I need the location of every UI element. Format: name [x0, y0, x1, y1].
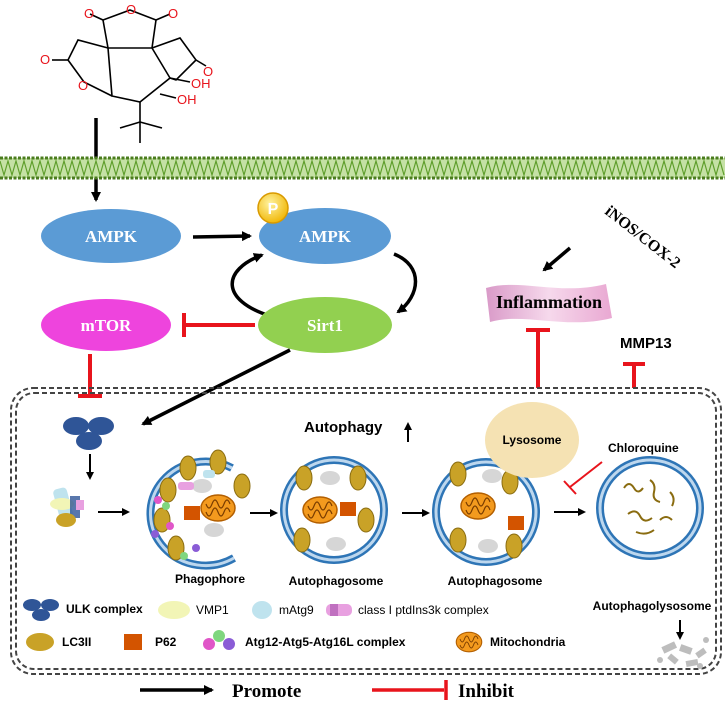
- legend-pi3k-label: class I ptdIns3k complex: [358, 603, 489, 617]
- oxygen-label-2: O: [84, 6, 94, 21]
- legend-matg9: mAtg9: [252, 601, 314, 619]
- ampk-label: AMPK: [85, 227, 138, 246]
- autophagy-title: Autophagy: [304, 419, 383, 436]
- autophagolysosome-icon: [596, 456, 704, 560]
- oxygen-label-5: O: [78, 78, 88, 93]
- compound-structure: [52, 9, 207, 143]
- autophagolysosome-label: Autophagolysosome: [593, 599, 712, 613]
- initiation-complex-icon: [50, 487, 84, 527]
- cell-compartment-outer: [10, 387, 722, 675]
- sirt1-node: Sirt1: [258, 297, 392, 353]
- legend-mito-label: Mitochondria: [490, 635, 566, 649]
- ulk-complex-icon: [63, 417, 114, 450]
- legend-p62: P62: [124, 634, 177, 650]
- legend-vmp1-label: VMP1: [196, 603, 229, 617]
- mtor-node: mTOR: [41, 299, 171, 351]
- autophagosome-1-label: Autophagosome: [289, 574, 384, 588]
- hydroxyl-label-1: OH: [191, 76, 211, 91]
- sirt1-to-ampk-cycle-arrow: [230, 253, 271, 318]
- autophagosome-2-label: Autophagosome: [448, 574, 543, 588]
- chloroquine-label: Chloroquine: [608, 441, 679, 455]
- mmp13-label: MMP13: [620, 335, 672, 352]
- phospho-ampk-label: AMPK: [299, 227, 352, 246]
- sirt1-label: Sirt1: [307, 316, 343, 335]
- autophagosome-2-icon: [432, 458, 540, 566]
- cell-compartment-inner: [15, 392, 717, 670]
- sirt1-promotes-autophagy-arrow: [141, 348, 291, 426]
- lysosome-label: Lysosome: [503, 433, 562, 447]
- phospho-ampk-node: AMPK P: [257, 192, 391, 264]
- phosphate-icon: [257, 192, 289, 224]
- mtor-inhibits-ulk: [78, 354, 102, 398]
- promote-label: Promote: [232, 681, 301, 702]
- legend-inhibit: Inhibit: [372, 680, 515, 702]
- legend-lc3: LC3II: [26, 633, 91, 651]
- degradation-products-icon: [657, 637, 709, 669]
- legend-ulk-label: ULK complex: [66, 602, 143, 616]
- autophagy-inhibits-inflammation: [526, 328, 550, 388]
- oxygen-label-1: O: [126, 2, 136, 17]
- phagophore-icon: [146, 449, 251, 570]
- hydroxyl-label-2: OH: [177, 92, 197, 107]
- legend-atg12: Atg12-Atg5-Atg16L complex: [203, 630, 406, 650]
- chloroquine-inhibits-fusion: [563, 461, 603, 495]
- legend-mito: Mitochondria: [455, 631, 566, 653]
- inos-cox2-label: iNOS/COX-2: [602, 203, 684, 272]
- oxygen-label-4: O: [40, 52, 50, 67]
- lysosome-icon: Lysosome: [485, 402, 579, 478]
- legend-lc3-label: LC3II: [62, 635, 91, 649]
- sirt1-inhibits-mtor: [182, 313, 255, 337]
- legend-matg9-label: mAtg9: [279, 603, 314, 617]
- mtor-label: mTOR: [81, 316, 132, 335]
- legend-p62-label: P62: [155, 635, 177, 649]
- ampk-node: AMPK: [41, 209, 181, 263]
- legend-ulk: ULK complex: [23, 599, 143, 621]
- phagophore-label: Phagophore: [175, 572, 245, 586]
- autophagy-inhibits-mmp13: [623, 362, 645, 388]
- phosphate-label: P: [268, 201, 279, 218]
- inos-cox2-promotes-inflammation-arrow: [542, 246, 572, 272]
- legend-promote: Promote: [140, 681, 301, 702]
- molecule-atom-labels: O O O O O O OH OH: [40, 2, 213, 107]
- inhibit-label: Inhibit: [458, 681, 515, 702]
- ampk-phosphorylation-arrow: [192, 231, 252, 242]
- legend-vmp1: VMP1: [158, 601, 229, 619]
- inflammation-label: Inflammation: [496, 292, 602, 312]
- legend-atg12-label: Atg12-Atg5-Atg16L complex: [245, 635, 406, 649]
- cell-membrane: [0, 156, 725, 180]
- legend-pi3k: class I ptdIns3k complex: [326, 603, 489, 617]
- oxygen-label-3: O: [168, 6, 178, 21]
- oxygen-label-6: O: [203, 64, 213, 79]
- inflammation-ribbon: Inflammation: [486, 284, 612, 323]
- autophagosome-1-icon: [280, 456, 388, 564]
- ampk-to-sirt1-cycle-arrow: [393, 252, 418, 314]
